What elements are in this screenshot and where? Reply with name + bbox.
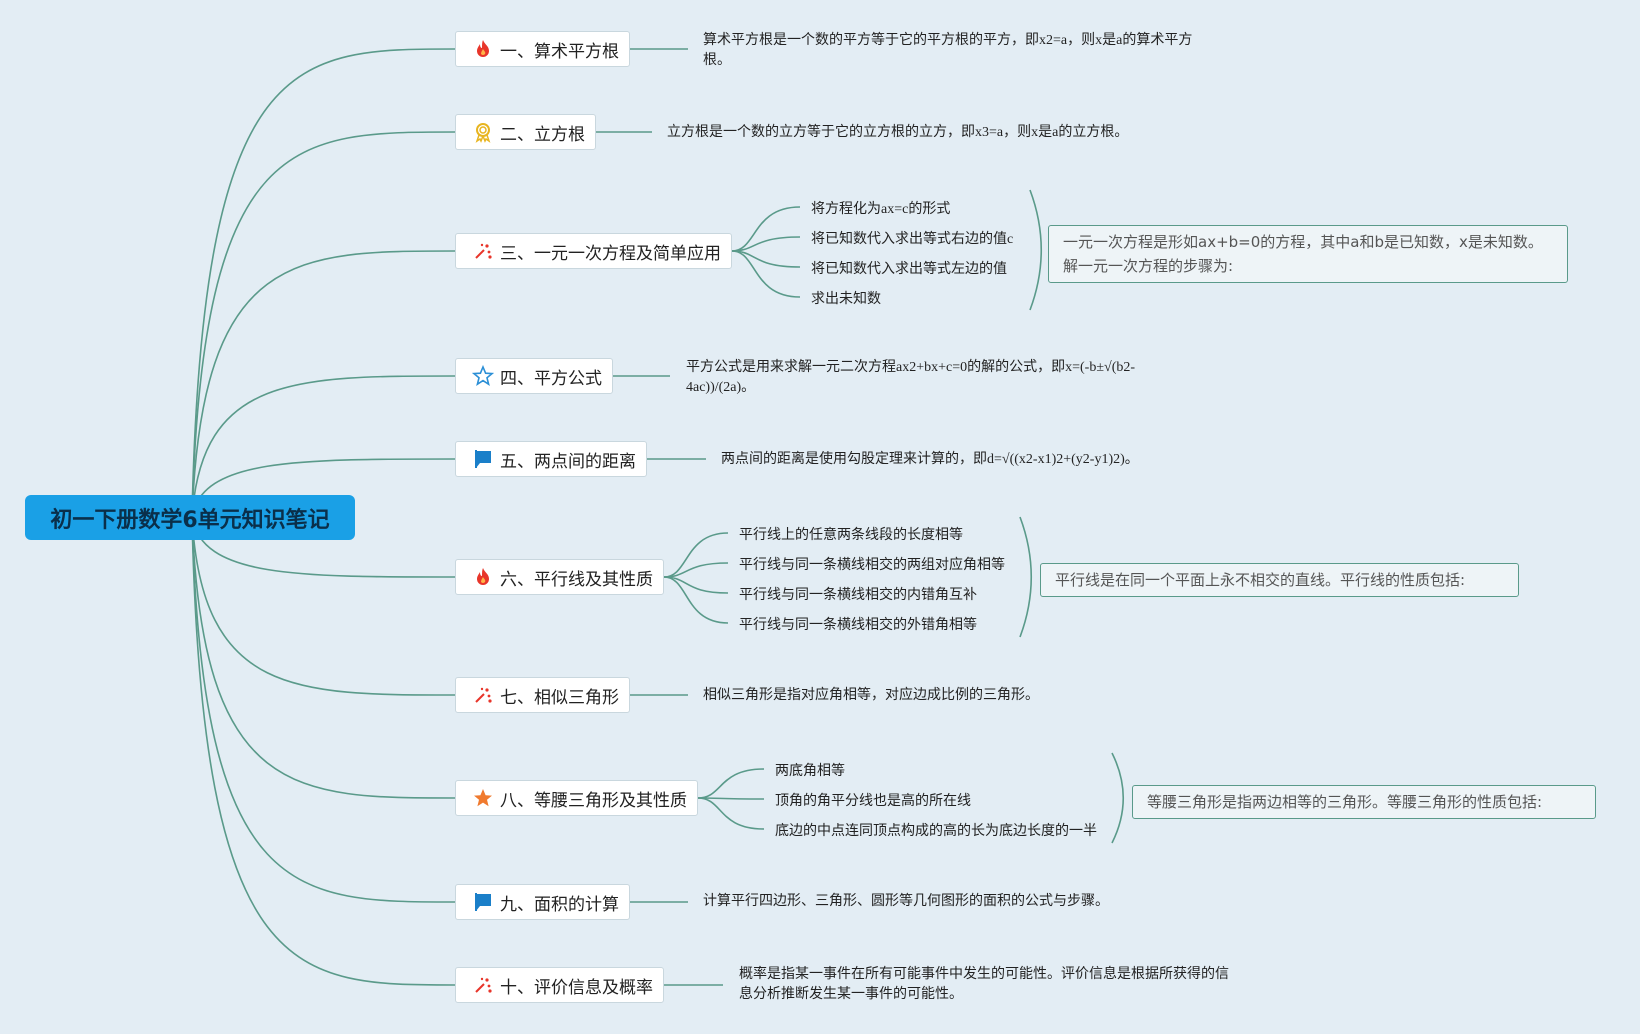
step-item: 求出未知数 — [811, 292, 881, 307]
connector-line — [663, 532, 729, 578]
step-item: 底边的中点连同顶点构成的高的长为底边长度的一半 — [775, 824, 1097, 839]
connector-line — [663, 562, 729, 578]
topic-parallel-lines[interactable]: 六、平行线及其性质 — [455, 559, 664, 595]
topic-note: 算术平方根是一个数的平方等于它的平方根的平方，即x2=a，则x是a的算术平方根。 — [703, 33, 1193, 68]
connector-line — [697, 768, 765, 799]
topic-label: 六、平行线及其性质 — [500, 569, 653, 590]
star-outline-icon — [471, 364, 495, 387]
fire-icon — [472, 38, 494, 60]
connector-line — [191, 516, 456, 903]
topic-note: 两点间的距离是使用勾股定理来计算的，即d=√((x2-x1)2+(y2-y1)2… — [721, 452, 1139, 467]
topic-linear-equation[interactable]: 三、一元一次方程及简单应用 — [455, 233, 732, 269]
step-item: 将已知数代入求出等式左边的值 — [811, 262, 1007, 277]
connector-line — [663, 576, 729, 594]
flag-icon — [472, 448, 494, 470]
summary-callout: 平行线是在同一个平面上永不相交的直线。平行线的性质包括: — [1040, 563, 1519, 597]
topic-probability[interactable]: 十、评价信息及概率 — [455, 967, 664, 1003]
flag-icon — [472, 891, 494, 913]
step-item: 将已知数代入求出等式右边的值c — [811, 232, 1014, 247]
topic-label: 七、相似三角形 — [500, 687, 619, 708]
topic-note: 平方公式是用来求解一元二次方程ax2+bx+c=0的解的公式，即x=(-b±√(… — [686, 360, 1136, 395]
step-item: 平行线与同一条横线相交的内错角互补 — [739, 588, 977, 603]
summary-callout: 一元一次方程是形如ax+b=0的方程，其中a和b是已知数，x是未知数。解一元一次… — [1048, 225, 1568, 283]
topic-label: 五、两点间的距离 — [500, 451, 636, 472]
summary-callout: 等腰三角形是指两边相等的三角形。等腰三角形的性质包括: — [1132, 785, 1596, 819]
step-item: 平行线与同一条横线相交的两组对应角相等 — [739, 558, 1005, 573]
connector-line — [1029, 189, 1043, 311]
topic-note: 相似三角形是指对应角相等，对应边成比例的三角形。 — [703, 688, 1039, 703]
step-item: 平行线与同一条横线相交的外错角相等 — [739, 618, 977, 633]
connector-line — [731, 250, 801, 298]
connector-line — [731, 206, 801, 252]
topic-note: 概率是指某一事件在所有可能事件中发生的可能性。评价信息是根据所获得的信息分析推断… — [739, 967, 1229, 1002]
topic-label: 三、一元一次方程及简单应用 — [500, 243, 721, 264]
connector-line — [191, 250, 456, 518]
topic-cube-root[interactable]: 二、立方根 — [455, 114, 596, 150]
root-topic[interactable]: 初一下册数学6单元知识笔记 — [25, 495, 355, 540]
connector-line — [1111, 752, 1125, 844]
topic-area-calculation[interactable]: 九、面积的计算 — [455, 884, 630, 920]
connector-line — [191, 131, 456, 518]
connector-line — [1019, 516, 1033, 638]
connector-line — [697, 797, 765, 800]
topic-label: 九、面积的计算 — [500, 894, 619, 915]
connector-line — [731, 236, 801, 252]
topic-isosceles-triangle[interactable]: 八、等腰三角形及其性质 — [455, 780, 698, 816]
connector-line — [731, 250, 801, 268]
topic-note: 计算平行四边形、三角形、圆形等几何图形的面积的公式与步骤。 — [703, 894, 1109, 909]
sparkle-icon — [472, 684, 494, 706]
sparkle-icon — [472, 240, 494, 262]
topic-label: 一、算术平方根 — [500, 41, 619, 62]
connector-line — [191, 516, 456, 799]
topic-similar-triangles[interactable]: 七、相似三角形 — [455, 677, 630, 713]
sparkle-icon — [472, 974, 494, 996]
topic-label: 十、评价信息及概率 — [500, 977, 653, 998]
topic-label: 二、立方根 — [500, 124, 585, 145]
connector-line — [697, 797, 765, 830]
fire-icon — [472, 566, 494, 588]
step-item: 顶角的角平分线也是高的所在线 — [775, 794, 971, 809]
topic-note: 立方根是一个数的立方等于它的立方根的立方，即x3=a，则x是a的立方根。 — [667, 125, 1129, 140]
connector-line — [191, 516, 456, 696]
connector-line — [191, 48, 456, 518]
step-item: 将方程化为ax=c的形式 — [811, 202, 951, 217]
topic-quadratic-formula[interactable]: 四、平方公式 — [455, 358, 613, 394]
topic-arithmetic-square-root[interactable]: 一、算术平方根 — [455, 31, 630, 67]
step-item: 平行线上的任意两条线段的长度相等 — [739, 528, 963, 543]
star-filled-icon — [472, 787, 494, 809]
step-item: 两底角相等 — [775, 764, 845, 779]
award-icon — [472, 121, 494, 143]
connector-line — [663, 576, 729, 624]
topic-distance-between-points[interactable]: 五、两点间的距离 — [455, 441, 647, 477]
topic-label: 八、等腰三角形及其性质 — [500, 790, 687, 811]
topic-label: 四、平方公式 — [500, 368, 602, 389]
connector-line — [191, 516, 456, 986]
connector-line — [191, 375, 456, 518]
